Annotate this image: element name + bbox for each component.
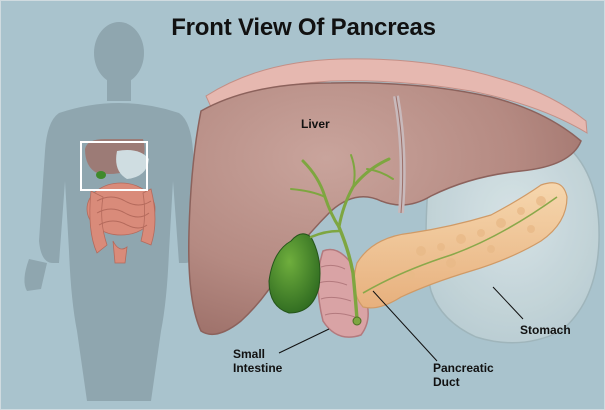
diagram-title: Front View Of Pancreas <box>1 14 605 42</box>
label-liver: Liver <box>301 117 330 131</box>
label-pancreatic-duct: Pancreatic Duct <box>433 361 494 389</box>
label-stomach: Stomach <box>520 323 571 337</box>
label-small-intestine: Small Intestine <box>233 347 282 375</box>
